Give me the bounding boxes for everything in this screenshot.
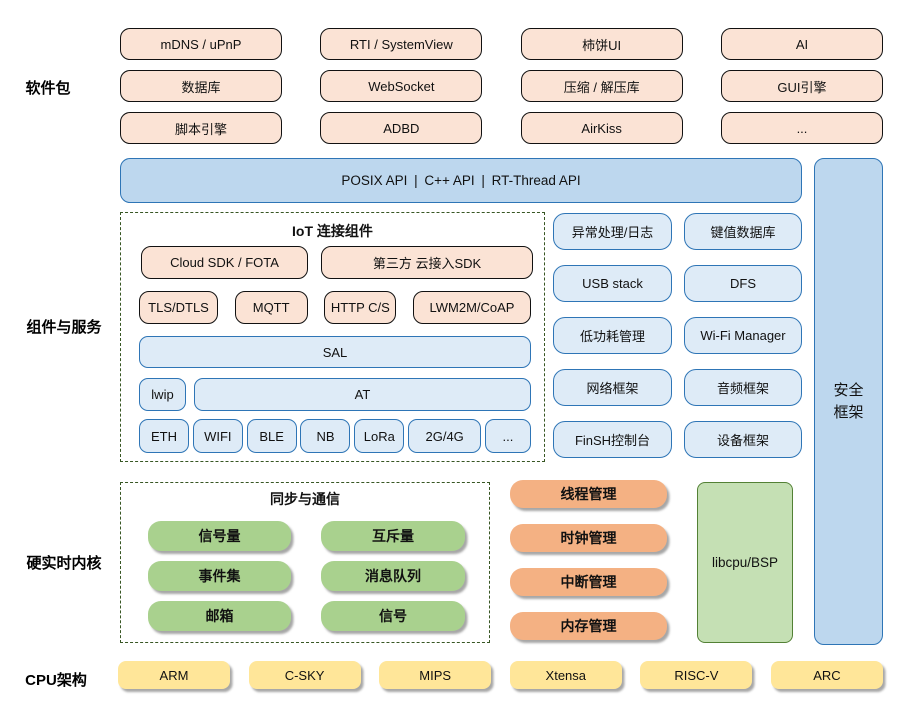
cpu-box-xtensa: Xtensa — [509, 661, 622, 689]
services-grid: 异常处理/日志 键值数据库 USB stack DFS 低功耗管理 Wi-Fi … — [553, 213, 802, 458]
libcpu-bsp-box: libcpu/BSP — [697, 482, 793, 643]
iot-link-row: ETH WIFI BLE NB LoRa 2G/4G ... — [139, 419, 531, 453]
box-lwm2m-coap: LWM2M/CoAP — [412, 291, 531, 324]
kernel-managers: 线程管理 时钟管理 中断管理 内存管理 — [510, 480, 667, 640]
box-at: AT — [194, 378, 531, 411]
cpu-box-arc: ARC — [770, 661, 883, 689]
service-box-finsh-console: FinSH控制台 — [553, 421, 672, 458]
box-nb: NB — [300, 419, 351, 453]
box-ble: BLE — [246, 419, 297, 453]
package-box-airkiss: AirKiss — [520, 112, 683, 144]
box-signal: 信号 — [321, 601, 465, 631]
service-box-low-power: 低功耗管理 — [553, 317, 672, 354]
box-memory-management: 内存管理 — [510, 612, 667, 640]
label-software-packages: 软件包 — [25, 80, 71, 97]
label-components-services: 组件与服务 — [26, 319, 102, 336]
box-link-more: ... — [484, 419, 531, 453]
box-sal: SAL — [139, 336, 531, 368]
label-cpu-architecture: CPU架构 — [25, 672, 87, 689]
box-message-queue: 消息队列 — [321, 561, 465, 591]
package-box-adbd: ADBD — [320, 112, 483, 144]
service-box-device-framework: 设备框架 — [684, 421, 802, 458]
cpu-box-arm: ARM — [118, 661, 230, 689]
box-2g-4g: 2G/4G — [408, 419, 482, 453]
sync-ipc-title: 同步与通信 — [270, 491, 340, 507]
cpu-box-c-sky: C-SKY — [248, 661, 361, 689]
sync-ipc-grid: 信号量 互斥量 事件集 消息队列 邮箱 信号 — [121, 521, 489, 631]
iot-components-group: IoT 连接组件 Cloud SDK / FOTA 第三方 云接入SDK TLS… — [120, 212, 545, 462]
package-box-mdns-upnp: mDNS / uPnP — [120, 28, 282, 60]
box-cloud-sdk-fota: Cloud SDK / FOTA — [141, 246, 308, 279]
box-mqtt: MQTT — [234, 291, 308, 324]
iot-sal-row: SAL — [139, 336, 531, 368]
box-interrupt-management: 中断管理 — [510, 568, 667, 596]
service-box-wifi-manager: Wi-Fi Manager — [684, 317, 802, 354]
package-box-gui-engine: GUI引擎 — [720, 70, 883, 102]
box-mailbox: 邮箱 — [148, 601, 291, 631]
service-box-network-framework: 网络框架 — [553, 369, 672, 406]
box-event-set: 事件集 — [148, 561, 291, 591]
api-layer-bar: POSIX API | C++ API | RT-Thread API — [120, 158, 802, 203]
iot-protocol-row: TLS/DTLS MQTT HTTP C/S LWM2M/CoAP — [139, 291, 531, 324]
package-box-compression: 压缩 / 解压库 — [520, 70, 683, 102]
box-tls-dtls: TLS/DTLS — [139, 291, 218, 324]
iot-sdk-row: Cloud SDK / FOTA 第三方 云接入SDK — [141, 246, 533, 279]
service-box-usb-stack: USB stack — [553, 265, 672, 302]
package-box-persimmon-ui: 柿饼UI — [520, 28, 683, 60]
service-box-dfs: DFS — [684, 265, 802, 302]
package-box-database: 数据库 — [120, 70, 282, 102]
software-packages-grid: mDNS / uPnP RTI / SystemView 柿饼UI AI 数据库… — [120, 28, 883, 144]
box-semaphore: 信号量 — [148, 521, 291, 551]
package-box-more: ... — [720, 112, 883, 144]
package-box-websocket: WebSocket — [320, 70, 483, 102]
box-lora: LoRa — [354, 419, 405, 453]
cpu-box-mips: MIPS — [379, 661, 492, 689]
box-clock-management: 时钟管理 — [510, 524, 667, 552]
box-wifi: WIFI — [192, 419, 243, 453]
package-box-rti-systemview: RTI / SystemView — [320, 28, 483, 60]
security-framework-label: 安全框架 — [833, 381, 864, 421]
service-box-kv-database: 键值数据库 — [684, 213, 802, 250]
service-box-exception-log: 异常处理/日志 — [553, 213, 672, 250]
iot-group-title: IoT 连接组件 — [292, 223, 373, 239]
iot-transport-row: lwip AT — [139, 378, 531, 411]
box-eth: ETH — [139, 419, 189, 453]
label-hard-realtime-kernel: 硬实时内核 — [26, 555, 102, 572]
box-thread-management: 线程管理 — [510, 480, 667, 508]
sync-ipc-group: 同步与通信 信号量 互斥量 事件集 消息队列 邮箱 信号 — [120, 482, 490, 643]
package-box-ai: AI — [720, 28, 883, 60]
box-thirdparty-cloud-sdk: 第三方 云接入SDK — [321, 246, 533, 279]
cpu-arch-row: ARM C-SKY MIPS Xtensa RISC-V ARC — [118, 661, 883, 689]
cpu-box-risc-v: RISC-V — [640, 661, 753, 689]
box-http-cs: HTTP C/S — [324, 291, 397, 324]
box-lwip: lwip — [139, 378, 186, 411]
service-box-audio-framework: 音频框架 — [684, 369, 802, 406]
package-box-script-engine: 脚本引擎 — [120, 112, 282, 144]
security-framework-bar: 安全框架 — [814, 158, 883, 645]
box-mutex: 互斥量 — [321, 521, 465, 551]
